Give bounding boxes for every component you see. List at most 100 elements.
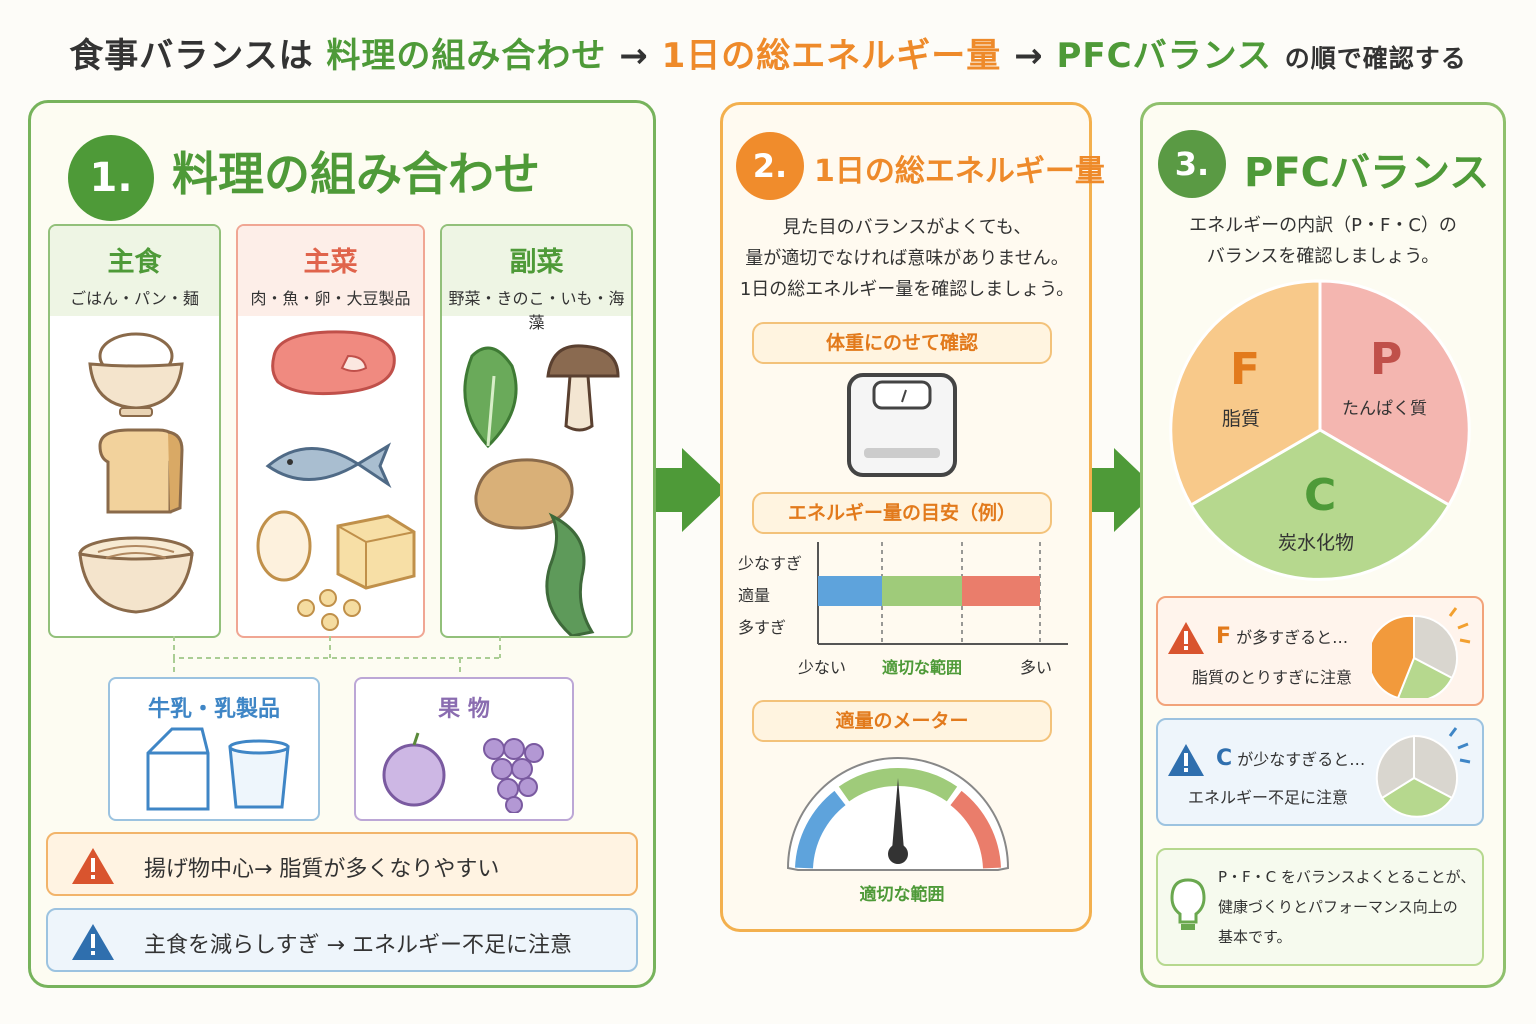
soybeans-icon [297,589,361,631]
warning-icon [1168,744,1204,776]
carb-shortage-pie-icon [1375,727,1471,818]
pill-energy-guide: エネルギー量の目安（例） [752,492,1052,534]
warn-f-letter: F [1216,624,1232,649]
tip-box: P・F・C をバランスよくとることが、 健康づくりとパフォーマンス向上の 基本で… [1156,848,1484,966]
fruit-icons [382,732,544,814]
meat-icon [271,330,396,396]
side-dish-icons [463,344,620,638]
pie-slice-p [1318,279,1471,508]
axis-high: 多い [1020,658,1053,677]
warn-c-body: エネルギー不足に注意 [1188,788,1349,807]
tip-text-1: P・F・C をバランスよくとることが、 [1218,868,1476,886]
section3-text-1: エネルギーの内訳（P・F・C）の [1189,215,1457,236]
pie-p-label: たんぱく質 [1342,399,1427,419]
warning-fried-food-text: 揚げ物中心→ 脂質が多くなりやすい [144,857,500,882]
shusai-sub: 肉・魚・卵・大豆製品 [250,289,411,308]
fukusai-title: 副菜 [509,247,564,278]
shushoku-title: 主食 [107,247,162,278]
grapes-icon [483,738,544,814]
pie-slice-f [1169,279,1322,508]
section3-number: 3. [1158,130,1226,198]
axis-low: 少ない [798,658,847,677]
warning-icon [1168,622,1204,654]
group-connector [173,636,501,676]
tip-text-3: 基本です。 [1218,928,1292,946]
pie-c-letter: C [1304,470,1337,521]
noodle-bowl-icon [78,536,194,614]
section2-heading: 1日の総エネルギー量 [814,154,1105,189]
fish-icon [265,442,392,489]
warning-staple-food: 主食を減らしすぎ → エネルギー不足に注意 [46,908,638,972]
title-arrow-2: → [1014,36,1044,76]
tip-text: P・F・C をバランスよくとることが、 健康づくりとパフォーマンス向上の 基本で… [1218,862,1475,952]
potato-icon [474,458,574,530]
warning-fried-food: 揚げ物中心→ 脂質が多くなりやすい [46,832,638,896]
flow-arrow-1-bar [656,468,682,512]
meter-label: 適切な範囲 [859,885,945,905]
energy-legend: 少なすぎ 適量 多すぎ [738,548,802,644]
title-part5: の順で確認する [1284,44,1467,73]
section2-description: 見た目のバランスがよくても、 量が適切でなければ意味がありません。 1日の総エネ… [728,212,1086,305]
energy-range-bar [817,542,1068,645]
title-part2: 料理の組み合わせ [326,36,607,76]
pie-p-letter: P [1370,334,1403,385]
milk-carton-icon [146,727,210,811]
section3-text-2: バランスを確認しましょう。 [1206,246,1440,267]
legend-appropriate: 適量 [738,586,771,605]
page-title: 食事バランスは 料理の組み合わせ → 1日の総エネルギー量 → PFCバランス … [0,28,1536,77]
lightbulb-icon [1170,878,1206,930]
meter-gauge-icon [786,757,1010,871]
rice-bowl-icon [88,332,184,417]
yogurt-icon [228,739,290,809]
pfc-pie-chart [1169,279,1471,581]
box-fruit: 果 物 [354,677,574,821]
seaweed-icon [545,512,595,638]
milk-title: 牛乳・乳製品 [147,697,280,722]
warning-icon [72,924,114,960]
bar-too-much [962,576,1040,606]
section2-number: 2. [736,132,804,200]
title-part1: 食事バランスは [69,36,314,76]
warn-c-head: が少なすぎると… [1237,750,1366,769]
title-part3: 1日の総エネルギー量 [661,36,1002,76]
section1-heading: 料理の組み合わせ [172,147,540,201]
bread-icon [98,428,184,514]
tip-text-2: 健康づくりとパフォーマンス向上の [1218,898,1458,916]
bar-appropriate [882,576,962,606]
fukusai-sub: 野菜・きのこ・いも・海藻 [448,289,625,332]
bar-too-little [818,576,882,606]
warning-carb-shortage: C が少なすぎると… エネルギー不足に注意 [1156,718,1484,826]
axis-appropriate: 適切な範囲 [882,658,963,677]
warn-f-head: が多すぎると… [1236,628,1349,647]
egg-icon [256,510,312,582]
pill-meter: 適量のメーター [752,700,1052,742]
warning-icon [72,848,114,884]
pie-f-letter: F [1230,344,1261,395]
warn-c-letter: C [1216,746,1233,771]
tofu-icon [336,514,416,590]
title-arrow-1: → [619,36,649,76]
section1-number: 1. [68,135,154,221]
section2-text-1: 見た目のバランスがよくても、 [782,217,1032,238]
title-part4: PFCバランス [1056,36,1272,76]
section2-text-2: 量が適切でなければ意味がありません。 [745,248,1069,269]
spinach-icon [463,346,518,449]
warning-fat-excess: F が多すぎると… 脂質のとりすぎに注意 [1156,596,1484,706]
pie-c-label: 炭水化物 [1278,532,1355,554]
fat-excess-pie-icon [1372,607,1471,698]
dairy-icons [146,727,290,811]
box-fukusai: 副菜 野菜・きのこ・いも・海藻 [440,224,633,638]
shusai-title: 主菜 [303,247,358,278]
section3-heading: PFCバランス [1244,150,1490,196]
warning-staple-food-text: 主食を減らしすぎ → エネルギー不足に注意 [144,933,572,958]
legend-too-little: 少なすぎ [738,554,803,573]
box-milk: 牛乳・乳製品 [108,677,320,821]
staple-food-icons [78,332,194,614]
box-shusai: 主菜 肉・魚・卵・大豆製品 [236,224,425,638]
legend-too-much: 多すぎ [738,618,787,637]
box-shushoku: 主食 ごはん・パン・麺 [48,224,221,638]
pear-icon [382,732,446,807]
flow-arrow-1-icon [682,448,726,532]
section3-description: エネルギーの内訳（P・F・C）の バランスを確認しましょう。 [1146,210,1500,272]
fruit-title: 果 物 [438,697,490,722]
